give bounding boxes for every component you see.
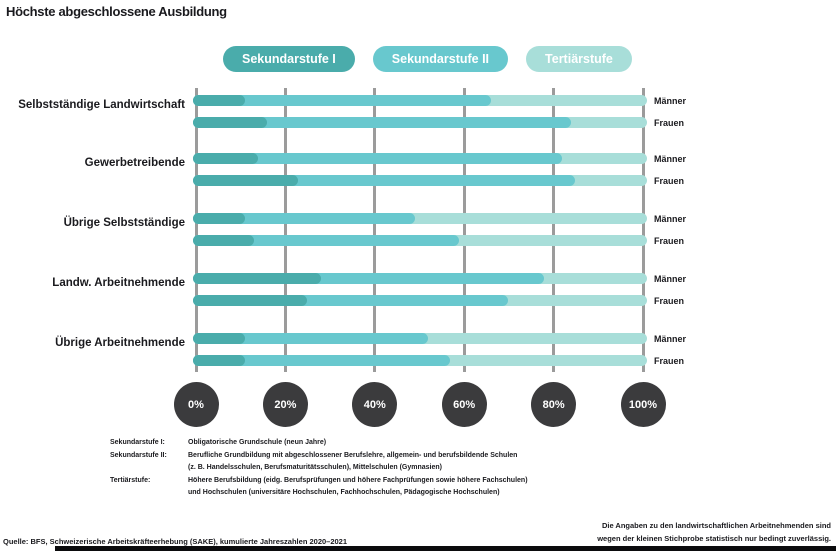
- footnote-description: Höhere Berufsbildung (eidg. Berufsprüfun…: [188, 475, 528, 500]
- stacked-bar-maenner: [193, 333, 648, 344]
- bar-segment-sekundarstufe-ii: [193, 235, 460, 246]
- bar-segment-sekundarstufe-i: [193, 95, 245, 106]
- bar-segment-sekundarstufe-i: [193, 333, 245, 344]
- bar-segment-sekundarstufe-i: [193, 153, 259, 164]
- group-label-maenner: Männer: [654, 274, 687, 284]
- group-label-frauen: Frauen: [654, 356, 685, 366]
- category-label: Übrige Arbeitnehmende: [55, 337, 185, 349]
- gridline: [283, 88, 287, 372]
- footnote-line: Obligatorische Grundschule (neun Jahre): [188, 439, 327, 446]
- bar-segment-sekundarstufe-ii: [193, 213, 415, 224]
- axis-tick-circle: 20%: [262, 382, 308, 427]
- reliability-note-line: wegen der kleinen Stichprobe statistisch…: [597, 533, 831, 543]
- reliability-note-line: Die Angaben zu den landwirtschaftlichen …: [601, 521, 831, 530]
- group-label-maenner: Männer: [654, 154, 687, 164]
- axis-tick-circle: 80%: [531, 382, 577, 427]
- bar-segment-sekundarstufe-ii: [193, 175, 576, 186]
- footnote-line: (z. B. Handelsschulen, Berufsmaturitätss…: [188, 464, 442, 471]
- bar-segment-sekundarstufe-i: [193, 117, 268, 128]
- stacked-bar-maenner: [193, 213, 648, 224]
- gridline: [373, 88, 377, 372]
- axis-tick-circle: 100%: [620, 382, 666, 427]
- bar-segment-sekundarstufe-i: [193, 273, 321, 284]
- legend-pill-sekundarstufe-2[interactable]: Sekundarstufe II: [372, 46, 509, 72]
- bar-segment-sekundarstufe-ii: [193, 153, 563, 164]
- bar-segment-sekundarstufe-ii: [193, 273, 545, 284]
- footnote-term: Sekundarstufe II:: [110, 451, 167, 459]
- footer-band: [55, 546, 836, 551]
- category-label: Übrige Selbstständige: [63, 217, 185, 229]
- axis-tick-circle: 60%: [441, 382, 487, 427]
- footnote-row: Tertiärstufe: Höhere Berufsbildung (eidg.…: [110, 475, 528, 500]
- footnotes: Sekundarstufe I: Obligatorische Grundschu…: [110, 437, 528, 500]
- bar-segment-sekundarstufe-i: [193, 295, 308, 306]
- axis-tick-circle: 0%: [173, 382, 219, 427]
- gridline: [194, 88, 198, 372]
- bar-segment-sekundarstufe-ii: [193, 355, 451, 366]
- category-label: Gewerbetreibende: [84, 157, 185, 169]
- group-label-maenner: Männer: [654, 334, 687, 344]
- gridline: [462, 88, 466, 372]
- legend-pill-sekundarstufe-1[interactable]: Sekundarstufe I: [223, 46, 355, 72]
- bar-segment-sekundarstufe-i: [193, 355, 245, 366]
- gridline: [552, 88, 556, 372]
- footnote-line: und Hochschulen (universitäre Hochschule…: [188, 489, 500, 496]
- bar-segment-sekundarstufe-ii: [193, 333, 428, 344]
- stacked-bar-frauen: [193, 175, 648, 186]
- group-label-frauen: Frauen: [654, 236, 685, 246]
- bar-segment-sekundarstufe-ii: [193, 117, 571, 128]
- footnote-description: Obligatorische Grundschule (neun Jahre): [188, 437, 326, 450]
- stacked-bar-maenner: [193, 95, 648, 106]
- group-label-maenner: Männer: [654, 214, 687, 224]
- group-label-maenner: Männer: [654, 96, 687, 106]
- stacked-bar-frauen: [193, 117, 648, 128]
- stacked-bar-maenner: [193, 153, 648, 164]
- footnote-term: Tertiärstufe:: [110, 476, 151, 484]
- footnote-term: Sekundarstufe I:: [110, 439, 165, 446]
- category-label: Landw. Arbeitnehmende: [52, 277, 185, 289]
- stacked-bar-frauen: [193, 355, 648, 366]
- legend: Sekundarstufe I Sekundarstufe II Tertiär…: [223, 46, 632, 72]
- gridline: [641, 88, 645, 372]
- bar-segment-sekundarstufe-ii: [193, 95, 491, 106]
- bar-segment-sekundarstufe-i: [193, 175, 299, 186]
- bar-segment-sekundarstufe-i: [193, 213, 245, 224]
- footnote-row: Sekundarstufe II: Berufliche Grundbildung…: [110, 450, 528, 475]
- group-label-frauen: Frauen: [654, 118, 685, 128]
- footnote-row: Sekundarstufe I: Obligatorische Grundschu…: [110, 437, 528, 450]
- group-label-frauen: Frauen: [654, 296, 685, 306]
- footnote-line: Berufliche Grundbildung mit abgeschlosse…: [188, 451, 518, 459]
- bar-segment-sekundarstufe-i: [193, 235, 254, 246]
- axis-tick-circle: 40%: [352, 382, 398, 427]
- stacked-bar-frauen: [193, 235, 648, 246]
- reliability-note: Die Angaben zu den landwirtschaftlichen …: [597, 520, 831, 545]
- source-line: Quelle: BFS, Schweizerische Arbeitskräft…: [3, 537, 348, 546]
- bar-segment-tertiärstufe: [193, 213, 647, 224]
- category-label: Selbstständige Landwirtschaft: [18, 99, 185, 111]
- chart-title: Höchste abgeschlossene Ausbildung: [6, 4, 227, 19]
- footnote-description: Berufliche Grundbildung mit abgeschlosse…: [188, 450, 517, 475]
- stacked-bar-frauen: [193, 295, 648, 306]
- legend-pill-tertiaerstufe[interactable]: Tertiärstufe: [526, 46, 632, 72]
- stacked-bar-maenner: [193, 273, 648, 284]
- bar-segment-sekundarstufe-ii: [193, 295, 509, 306]
- footnote-line: Höhere Berufsbildung (eidg. Berufsprüfun…: [188, 476, 528, 484]
- group-label-frauen: Frauen: [654, 176, 685, 186]
